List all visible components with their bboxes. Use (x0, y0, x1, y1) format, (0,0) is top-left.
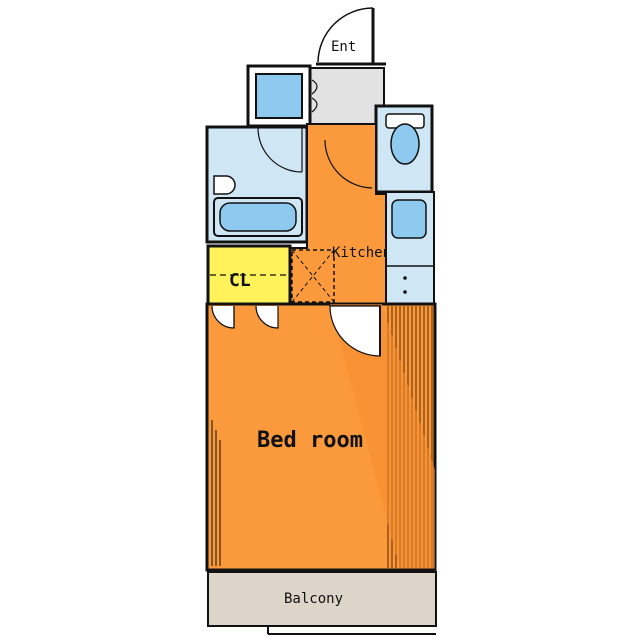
bedroom: Bed room (205, 302, 437, 572)
kitchen-sink-icon (391, 199, 427, 239)
bedroom-label: Bed room (257, 428, 363, 453)
stove-burner-icon (403, 276, 407, 280)
entrance-door-swing (317, 7, 374, 63)
kitchen-hall: Kitchen (289, 123, 391, 305)
entrance-label: Ent (331, 39, 356, 55)
toilet-icon (390, 123, 420, 165)
refrigerator-space (291, 249, 335, 303)
sink-icon (213, 175, 236, 195)
bathroom (205, 125, 309, 244)
balcony: Balcony (207, 568, 437, 635)
closet-label: CL (229, 270, 251, 291)
kitchen-label: Kitchen (332, 245, 391, 261)
closet: CL (206, 244, 292, 306)
entrance-area: Ent (307, 7, 386, 125)
toilet-room (326, 104, 434, 197)
balcony-label: Balcony (284, 591, 343, 607)
washing-machine-space (246, 64, 312, 128)
closet-door-right (255, 305, 279, 329)
kitchen-counter (385, 191, 435, 305)
stove-burner-icon (403, 290, 407, 294)
